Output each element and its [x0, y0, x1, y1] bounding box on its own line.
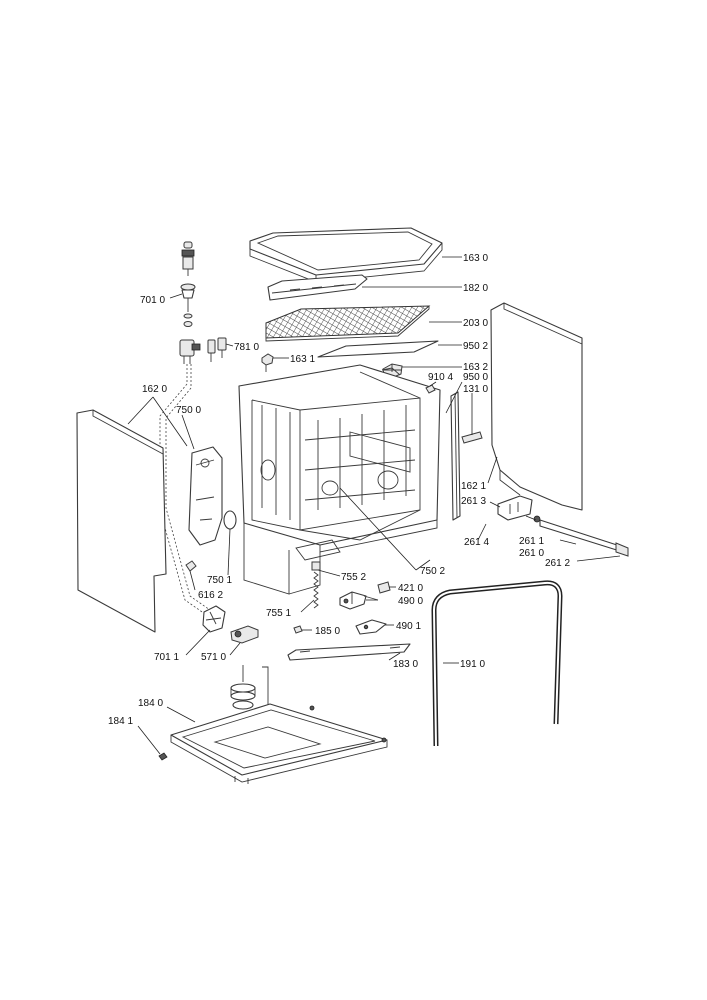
label-2610: 261 0 — [519, 548, 544, 559]
spring-part-7551 — [311, 561, 321, 609]
pin-part-1850 — [293, 625, 303, 634]
label-1830: 183 0 — [393, 659, 418, 670]
label-2613: 261 3 — [461, 496, 486, 507]
insulation-mesh-part — [265, 305, 431, 342]
label-4900: 490 0 — [398, 596, 423, 607]
label-1910: 191 0 — [460, 659, 485, 670]
side-panel-left — [76, 409, 167, 633]
connectors-part-7810 — [207, 337, 227, 362]
label-4901: 490 1 — [396, 621, 421, 632]
foot-screw-part — [158, 752, 168, 761]
sump-panel-part — [188, 446, 223, 546]
label-7501: 750 1 — [207, 575, 232, 586]
part-labels: 163 0 182 0 203 0 950 2 163 2 163 1 781 … — [108, 253, 570, 727]
screw-part-1631 — [261, 353, 274, 372]
label-9500: 950 0 — [463, 372, 488, 383]
label-1632: 163 2 — [463, 362, 488, 373]
label-1840: 184 0 — [138, 698, 163, 709]
foot-bracket-part-2613 — [497, 495, 533, 521]
label-7552: 755 2 — [341, 572, 366, 583]
round-seal-part — [223, 510, 237, 530]
label-9502: 950 2 — [463, 341, 488, 352]
cabinet-tub-part — [238, 364, 441, 595]
label-1620: 162 0 — [142, 384, 167, 395]
pump-part-7011 — [202, 605, 226, 633]
label-6162: 616 2 — [198, 590, 223, 601]
label-7551: 755 1 — [266, 608, 291, 619]
label-5710: 571 0 — [201, 652, 226, 663]
door-lock-part-4210 — [377, 581, 391, 594]
label-1850: 185 0 — [315, 626, 340, 637]
vertical-strip-part — [450, 391, 461, 521]
motor-part-5710 — [230, 625, 259, 644]
label-7500: 750 0 — [176, 405, 201, 416]
label-1310: 131 0 — [463, 384, 488, 395]
label-1820: 182 0 — [463, 283, 488, 294]
worktop-part — [249, 227, 443, 283]
hose-dashed-line-2 — [165, 364, 211, 611]
label-2030: 203 0 — [463, 318, 488, 329]
label-1630: 163 0 — [463, 253, 488, 264]
label-1621: 162 1 — [461, 481, 486, 492]
inlet-valve-part — [179, 241, 201, 364]
label-2614: 261 4 — [464, 537, 489, 548]
leader-lines — [127, 256, 621, 755]
bracket-part-1621-area — [461, 431, 483, 444]
softener-stack-part — [230, 665, 269, 710]
label-2611: 261 1 — [519, 536, 544, 547]
label-2612: 261 2 — [545, 558, 570, 569]
hinge-part-4901 — [355, 619, 387, 635]
base-tray-part — [170, 703, 388, 784]
label-7011: 701 1 — [154, 652, 179, 663]
bottom-rail-part — [287, 643, 411, 661]
side-panel-right — [490, 302, 583, 511]
door-seal-part — [431, 580, 563, 747]
label-4210: 421 0 — [398, 583, 423, 594]
label-9104: 910 4 — [428, 372, 453, 383]
base-screws — [309, 705, 387, 743]
foot-rail-part-2610 — [533, 515, 629, 557]
door-lock-part-4900 — [339, 591, 379, 610]
label-1841: 184 1 — [108, 716, 133, 727]
rail-part — [317, 340, 439, 358]
label-1631: 163 1 — [290, 354, 315, 365]
top-strip-part — [267, 274, 368, 301]
label-7810: 781 0 — [234, 342, 259, 353]
hose-fitting-part — [185, 560, 197, 572]
label-7502: 750 2 — [420, 566, 445, 577]
label-7010: 701 0 — [140, 295, 165, 306]
